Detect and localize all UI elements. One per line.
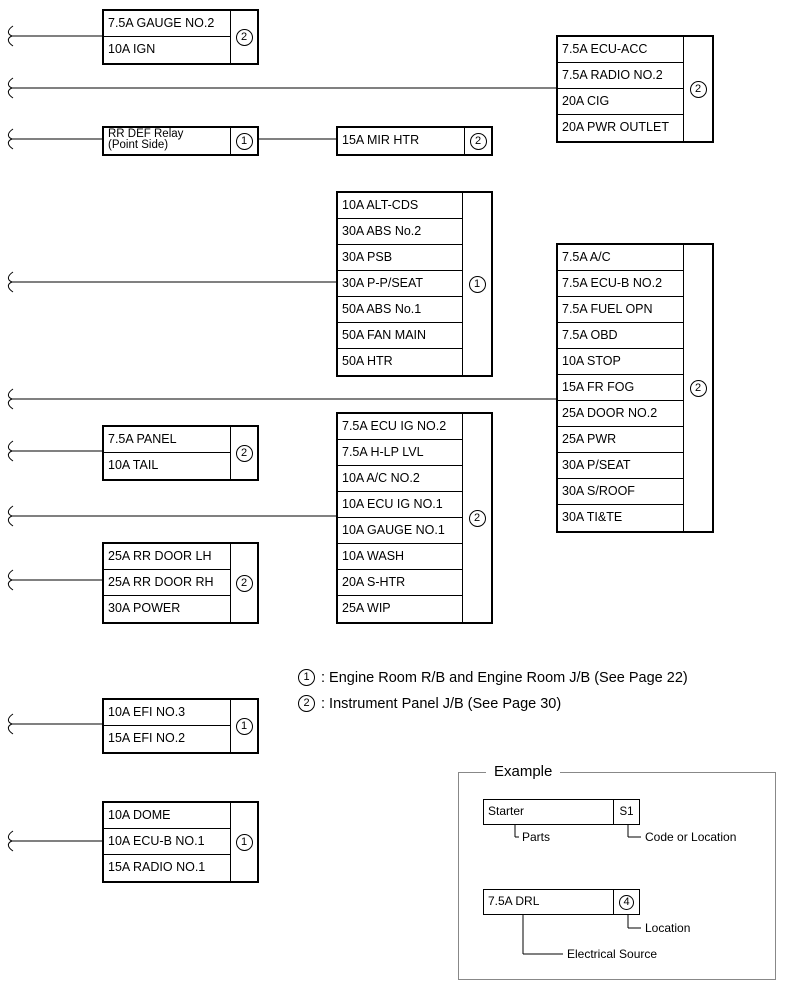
- fuse-item: 10A EFI NO.3: [104, 700, 231, 726]
- location-code: 2: [230, 427, 257, 479]
- fuse-item: 15A EFI NO.2: [108, 731, 186, 745]
- fuse-item: 7.5A GAUGE NO.2: [104, 11, 231, 37]
- legend-text-2: : Instrument Panel J/B (See Page 30): [321, 695, 562, 712]
- location-code: 1: [230, 700, 257, 752]
- fuse-item: 15A FR FOG: [558, 375, 684, 401]
- fuse-item: 10A WASH: [338, 544, 463, 570]
- location-code-circle: 2: [235, 444, 253, 462]
- fuse-item: 25A RR DOOR RH: [104, 570, 231, 596]
- location-code-circle: 2: [235, 574, 253, 592]
- location-code-circle: 2: [468, 509, 486, 527]
- fuse-item: 30A S/ROOF: [558, 479, 684, 505]
- fuse-item: 20A PWR OUTLET: [562, 120, 669, 134]
- fuse-group-gauge2-ign: 7.5A GAUGE NO.2 10A IGN 2: [102, 9, 259, 65]
- fuse-group-panel-tail: 7.5A PANEL 10A TAIL 2: [102, 425, 259, 481]
- fuse-item: 50A HTR: [342, 354, 393, 368]
- fuse-group-mir-htr: 15A MIR HTR 2: [336, 126, 493, 156]
- location-code-circle: 1: [235, 833, 253, 851]
- fuse-item: 7.5A ECU-B NO.2: [558, 271, 684, 297]
- fuse-item: 10A ALT-CDS: [338, 193, 463, 219]
- example-starter-label: Starter: [488, 804, 525, 818]
- location-code: 2: [683, 37, 712, 141]
- example-drl-label: 7.5A DRL: [488, 894, 540, 908]
- fuse-item: 30A PSB: [338, 245, 463, 271]
- location-code-circle: 1: [235, 132, 253, 150]
- fuse-item: 25A RR DOOR LH: [104, 544, 231, 570]
- location-code-circle: 2: [689, 80, 707, 98]
- example-title: Example: [486, 763, 561, 780]
- fuse-item: RR DEF Relay(Point Side): [108, 128, 184, 151]
- location-code-circle: 1: [235, 717, 253, 735]
- fuse-item: 50A FAN MAIN: [338, 323, 463, 349]
- location-code: 2: [462, 414, 491, 622]
- location-code-circle: 2: [469, 132, 487, 150]
- example-starter-box: Starter S1: [483, 799, 640, 825]
- fuse-item: 7.5A A/C: [558, 245, 684, 271]
- legend-text-1: : Engine Room R/B and Engine Room J/B (S…: [321, 669, 688, 686]
- example-location-label: Location: [645, 921, 691, 935]
- legend-code-1: 1: [298, 669, 315, 686]
- fuse-item: 30A P-P/SEAT: [338, 271, 463, 297]
- fuse-item: 10A DOME: [104, 803, 231, 829]
- fuse-item: 20A S-HTR: [338, 570, 463, 596]
- fuse-item: 30A TI&TE: [562, 510, 623, 524]
- example-drl-code: 4: [613, 890, 639, 914]
- legend-item-1: 1 : Engine Room R/B and Engine Room J/B …: [298, 669, 688, 686]
- fuse-item: 30A ABS No.2: [338, 219, 463, 245]
- example-parts-label: Parts: [522, 830, 551, 844]
- location-code: 2: [230, 11, 257, 63]
- fuse-item: 25A WIP: [342, 601, 391, 615]
- fuse-item: 25A DOOR NO.2: [558, 401, 684, 427]
- fuse-item: 7.5A RADIO NO.2: [558, 63, 684, 89]
- fuse-item: 10A ECU-B NO.1: [104, 829, 231, 855]
- location-code-circle: 2: [689, 379, 707, 397]
- fuse-item: 7.5A ECU-ACC: [558, 37, 684, 63]
- fuse-item: 30A P/SEAT: [558, 453, 684, 479]
- fuse-item: 7.5A PANEL: [104, 427, 231, 453]
- example-code-label: Code or Location: [645, 830, 737, 844]
- fuse-item: 20A CIG: [558, 89, 684, 115]
- fuse-item: 10A A/C NO.2: [338, 466, 463, 492]
- example-drl-box: 7.5A DRL 4: [483, 889, 640, 915]
- fuse-item: 15A MIR HTR: [342, 133, 420, 147]
- fuse-item: 30A POWER: [108, 601, 181, 615]
- fuse-item: 10A ECU IG NO.1: [338, 492, 463, 518]
- fuse-item: 7.5A OBD: [558, 323, 684, 349]
- fuse-item: 15A RADIO NO.1: [108, 860, 206, 874]
- fuse-group-rr-def-relay: RR DEF Relay(Point Side) 1: [102, 126, 259, 156]
- location-code-circle: 1: [468, 275, 486, 293]
- fuse-item: 10A TAIL: [108, 458, 159, 472]
- legend-code-2: 2: [298, 695, 315, 712]
- location-code: 2: [464, 128, 491, 154]
- location-code: 1: [462, 193, 491, 375]
- example-drl-circle: 4: [619, 894, 634, 910]
- fuse-item: 10A STOP: [558, 349, 684, 375]
- example-starter-code: S1: [613, 800, 639, 824]
- location-code: 2: [230, 544, 257, 622]
- example-source-label: Electrical Source: [567, 947, 658, 961]
- fuse-group-efi: 10A EFI NO.3 15A EFI NO.2 1: [102, 698, 259, 754]
- example-panel: [458, 772, 776, 980]
- fuse-item: 10A GAUGE NO.1: [338, 518, 463, 544]
- location-code: 1: [230, 128, 257, 154]
- fuse-item: 25A PWR: [558, 427, 684, 453]
- location-code: 1: [230, 803, 257, 881]
- fuse-item: 50A ABS No.1: [338, 297, 463, 323]
- location-code: 2: [683, 245, 712, 531]
- fuse-item: 7.5A H-LP LVL: [338, 440, 463, 466]
- legend-item-2: 2 : Instrument Panel J/B (See Page 30): [298, 695, 561, 712]
- fuse-item: 7.5A ECU IG NO.2: [338, 414, 463, 440]
- location-code-circle: 2: [235, 28, 253, 46]
- fuse-item: 10A IGN: [108, 42, 156, 56]
- fuse-item: 7.5A FUEL OPN: [558, 297, 684, 323]
